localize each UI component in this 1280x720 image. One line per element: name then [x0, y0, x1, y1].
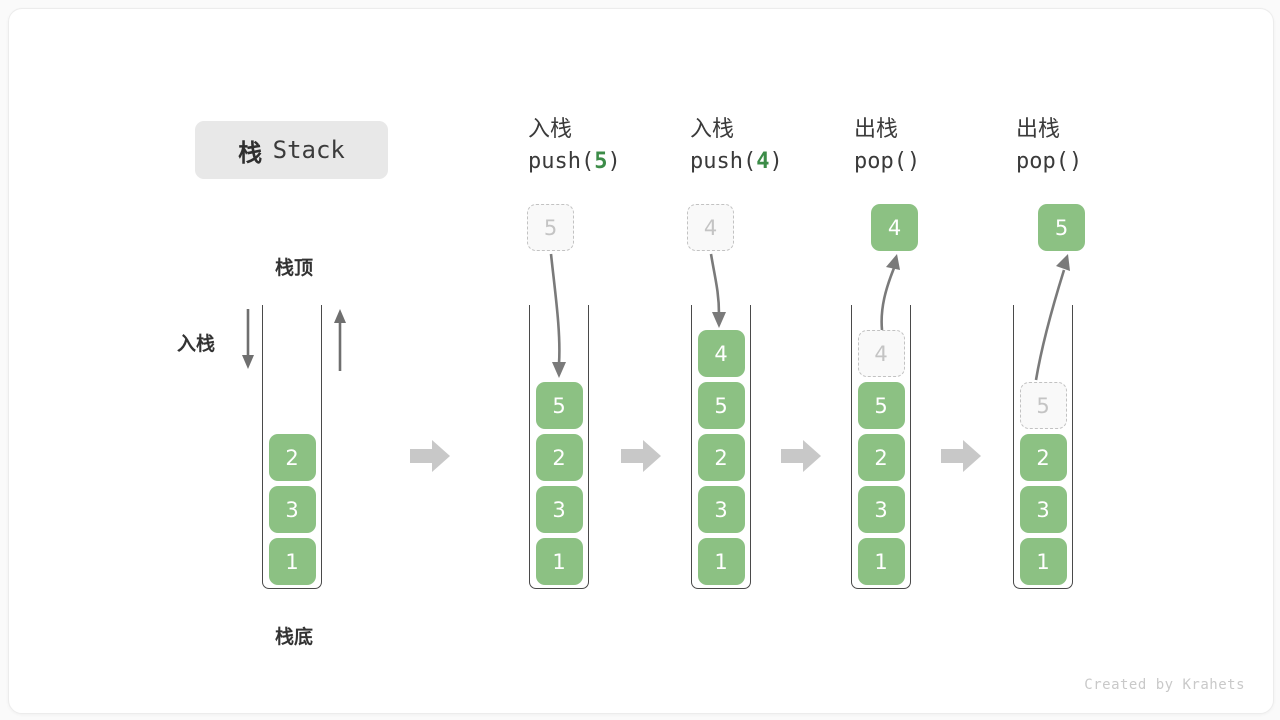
stack-cell: 1 — [1019, 538, 1067, 585]
stack-cell: 2 — [697, 434, 745, 481]
stack-cell: 1 — [268, 538, 316, 585]
pending-push-value: 5 — [543, 215, 558, 240]
popped-box-4: 4 — [871, 204, 918, 251]
stack-column-push-4: 1 3 2 5 4 — [691, 305, 751, 589]
stack-cell: 2 — [857, 434, 905, 481]
stack-column-pop-2: 1 3 2 5 — [1013, 305, 1073, 589]
stack-cell: 3 — [535, 486, 583, 533]
stack-cell: 1 — [535, 538, 583, 585]
stack-cell-removed: 4 — [857, 330, 905, 377]
stack-frame — [691, 305, 751, 589]
push-motion-arrow-5 — [549, 253, 566, 378]
op-label-code: push(5) — [528, 149, 621, 174]
push-direction-arrow — [242, 309, 254, 369]
stack-cells-pop-1: 1 3 2 5 4 — [851, 325, 911, 585]
push-motion-arrow-4 — [709, 253, 726, 328]
stack-cell: 1 — [857, 538, 905, 585]
label-stack-bottom: 栈底 — [274, 626, 313, 648]
op-header-pop-2: 出栈 pop() — [1016, 115, 1166, 179]
stack-cell: 5 — [697, 382, 745, 429]
stack-cell: 2 — [535, 434, 583, 481]
stack-cells-pop-2: 1 3 2 5 — [1013, 377, 1073, 585]
stack-cell: 5 — [535, 382, 583, 429]
op-label-cn: 出栈 — [1016, 117, 1061, 142]
pending-push-box-5: 5 — [527, 204, 574, 251]
stack-cells-initial: 1 3 2 — [262, 429, 322, 585]
op-label-cn: 入栈 — [690, 117, 735, 142]
stack-frame — [851, 305, 911, 589]
stack-cell-removed: 5 — [1019, 382, 1067, 429]
diagram-card: 栈 Stack 栈顶 入栈 1 3 2 栈底 入栈 push(5) 5 — [8, 8, 1274, 714]
label-push-side: 入栈 — [177, 333, 216, 355]
pop-motion-arrow-4 — [880, 254, 900, 331]
stack-column-pop-1: 1 3 2 5 4 — [851, 305, 911, 589]
op-header-pop-1: 出栈 pop() — [854, 115, 1004, 179]
diagram-title-badge: 栈 Stack — [195, 121, 388, 179]
pending-push-value: 4 — [703, 215, 718, 240]
stack-cells-push-4: 1 3 2 5 4 — [691, 325, 751, 585]
flow-arrow-icon — [410, 440, 450, 472]
title-en: Stack — [272, 136, 345, 164]
popped-value: 4 — [887, 215, 902, 240]
op-header-push-4: 入栈 push(4) — [690, 115, 840, 179]
stack-cell: 2 — [268, 434, 316, 481]
stack-cell: 3 — [1019, 486, 1067, 533]
stack-cells-push-5: 1 3 2 5 — [529, 377, 589, 585]
footer-credit: Created by Krahets — [1084, 677, 1245, 693]
stack-cell: 3 — [268, 486, 316, 533]
op-label-cn: 入栈 — [528, 117, 573, 142]
flow-arrow-icon — [941, 440, 981, 472]
stack-cell: 3 — [697, 486, 745, 533]
label-stack-top: 栈顶 — [274, 257, 313, 279]
popped-value: 5 — [1054, 215, 1069, 240]
op-label-cn: 出栈 — [854, 117, 899, 142]
pop-direction-arrow — [334, 309, 346, 371]
pop-motion-arrow-5 — [1034, 254, 1070, 381]
stack-frame — [262, 305, 322, 589]
stack-frame — [529, 305, 589, 589]
stack-cell: 5 — [857, 382, 905, 429]
stack-frame — [1013, 305, 1073, 589]
stack-cell: 2 — [1019, 434, 1067, 481]
stack-column-initial: 1 3 2 — [262, 305, 322, 589]
flow-arrow-icon — [621, 440, 661, 472]
stack-cell: 1 — [697, 538, 745, 585]
stack-column-push-5: 1 3 2 5 — [529, 305, 589, 589]
stack-cell: 4 — [697, 330, 745, 377]
flow-arrow-icon — [781, 440, 821, 472]
popped-box-5: 5 — [1038, 204, 1085, 251]
op-header-push-5: 入栈 push(5) — [528, 115, 678, 179]
pending-push-box-4: 4 — [687, 204, 734, 251]
op-label-code: pop() — [1016, 149, 1083, 174]
op-label-code: pop() — [854, 149, 921, 174]
stack-cell: 3 — [857, 486, 905, 533]
title-cn: 栈 — [238, 138, 263, 167]
op-label-code: push(4) — [690, 149, 783, 174]
